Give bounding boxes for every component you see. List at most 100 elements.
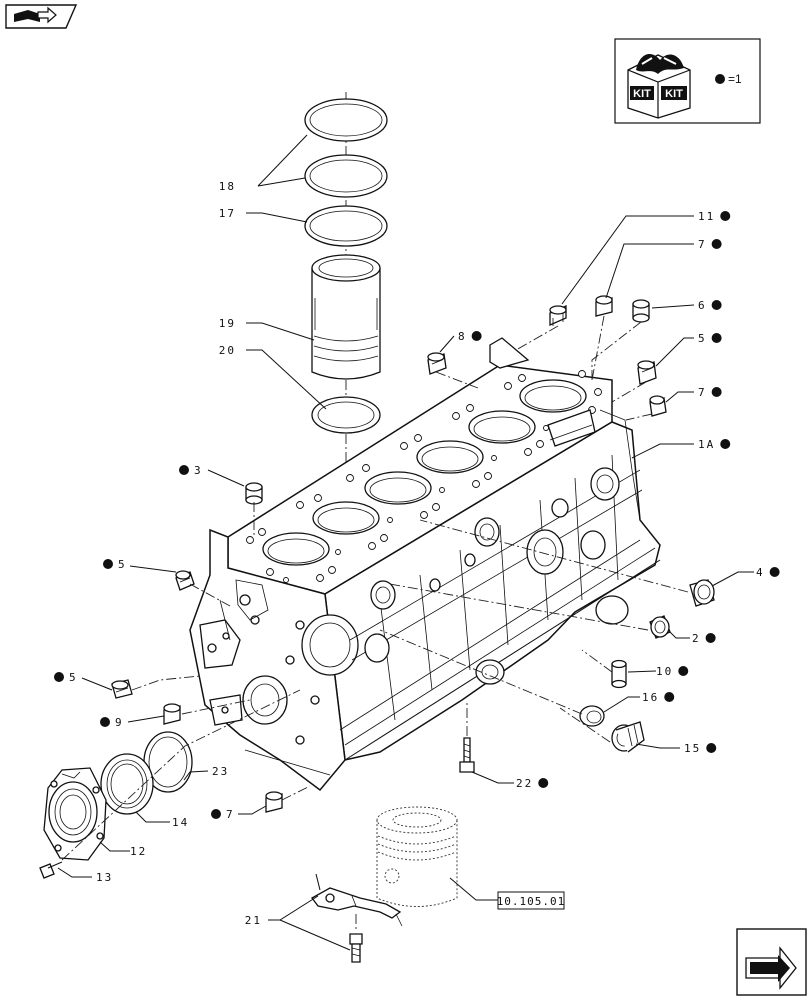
kit-dot-icon	[715, 74, 725, 84]
callout-label: 15	[684, 742, 701, 755]
callout-c23: 23	[212, 765, 229, 778]
callout-label: 22	[516, 777, 533, 790]
kit-dot-icon	[720, 439, 731, 449]
bolt-22	[459, 737, 475, 773]
plug-5-lower	[111, 679, 133, 699]
kit-dot-icon	[538, 778, 549, 788]
callout-label: 7	[698, 238, 707, 251]
kit-dot-icon	[769, 567, 780, 577]
callout-c3: 3	[179, 464, 203, 477]
callout-c21: 21	[245, 914, 262, 927]
plug-4	[689, 579, 715, 607]
callout-label: 23	[212, 765, 229, 778]
callout-c6: 6	[698, 299, 722, 312]
kit-dot-icon	[705, 633, 716, 643]
callout-c19: 19	[219, 317, 236, 330]
pin-7-lower	[265, 791, 283, 813]
callout-c18: 18	[219, 180, 234, 193]
callout-label: 7	[698, 386, 707, 399]
callout-c13: 13	[96, 871, 113, 884]
cylinder-liner-19	[311, 254, 381, 380]
ring-16	[579, 705, 605, 727]
liner-stack	[304, 92, 388, 540]
callout-label: 21	[245, 914, 262, 927]
kit-badge-left-text: KIT	[633, 88, 651, 100]
kit-dot-icon	[678, 666, 689, 676]
kit-badge-right-text: KIT	[665, 88, 683, 100]
cap-6	[632, 299, 650, 323]
seal-ring-20	[311, 396, 381, 434]
callout-label: 5	[69, 671, 78, 684]
front-face-details	[199, 579, 359, 776]
kit-legend: KIT KIT =1	[614, 38, 761, 124]
pin-7-top	[595, 295, 613, 317]
kit-dot-icon	[711, 300, 722, 310]
reference-box-label[interactable]: 10.105.01	[497, 895, 566, 908]
assembly-centerlines	[61, 315, 689, 861]
kit-dot-icon	[664, 692, 675, 702]
callout-c17: 17	[219, 207, 236, 220]
callout-label: 19	[219, 317, 236, 330]
callout-label: 6	[698, 299, 707, 312]
callout-c7a: 7	[698, 238, 722, 251]
kit-dot-icon	[706, 743, 717, 753]
callout-c7b: 7	[698, 386, 722, 399]
kit-dot-icon	[720, 211, 731, 221]
kit-equation: =1	[728, 72, 742, 86]
cylinder-bores	[262, 379, 587, 566]
callout-c11: 11	[698, 210, 731, 223]
callout-c1A: 1A	[698, 438, 731, 451]
plug-11	[549, 305, 567, 326]
plug-8	[427, 352, 447, 375]
callout-label: 1A	[698, 438, 715, 451]
callout-label: 17	[219, 207, 236, 220]
o-ring-18-upper	[304, 98, 388, 142]
reference-box[interactable]: 10.105.01	[497, 891, 566, 910]
callout-c20: 20	[219, 344, 236, 357]
callout-label: 4	[756, 566, 765, 579]
pin-7-right	[649, 395, 667, 417]
callout-label: 20	[219, 344, 236, 357]
piston-ghost	[376, 806, 458, 907]
callout-label: 14	[172, 816, 189, 829]
callout-c5c: 5	[54, 671, 78, 684]
front-seal-assembly	[39, 731, 193, 879]
callout-label: 5	[118, 558, 127, 571]
kit-dot-icon	[711, 387, 722, 397]
kit-dot-icon	[471, 331, 482, 341]
manual-book-arrow-icon[interactable]	[5, 4, 78, 29]
kit-box-icon	[627, 54, 691, 119]
callout-c16: 16	[642, 691, 675, 704]
plug-5-top	[637, 360, 657, 385]
callout-label: 3	[194, 464, 203, 477]
kit-dot-icon	[711, 333, 722, 343]
small-parts	[111, 295, 715, 813]
callout-label: 5	[698, 332, 707, 345]
seal-carrier-12	[43, 767, 107, 861]
kit-dot-icon	[103, 559, 113, 569]
callout-label: 2	[692, 632, 701, 645]
callout-label: 13	[96, 871, 113, 884]
callout-c8: 8	[458, 330, 482, 343]
seal-14	[100, 753, 154, 815]
callout-label: 7	[226, 808, 235, 821]
callout-c22: 22	[516, 777, 549, 790]
deck-bolt-holes	[246, 370, 602, 583]
kit-dot-icon	[100, 717, 110, 727]
callout-c15: 15	[684, 742, 717, 755]
next-page-arrow-icon[interactable]	[736, 928, 807, 996]
callout-label: 16	[642, 691, 659, 704]
callout-c12: 12	[130, 845, 145, 858]
callout-label: 8	[458, 330, 467, 343]
bolt-13	[39, 861, 63, 879]
pin-9	[163, 703, 181, 725]
callout-c14: 14	[172, 816, 189, 829]
side-ribs	[349, 409, 643, 721]
callout-c2: 2	[692, 632, 716, 645]
callout-c4: 4	[756, 566, 780, 579]
callout-c9: 9	[100, 716, 122, 729]
cap-3	[245, 482, 263, 505]
plug-5-left	[175, 570, 195, 591]
